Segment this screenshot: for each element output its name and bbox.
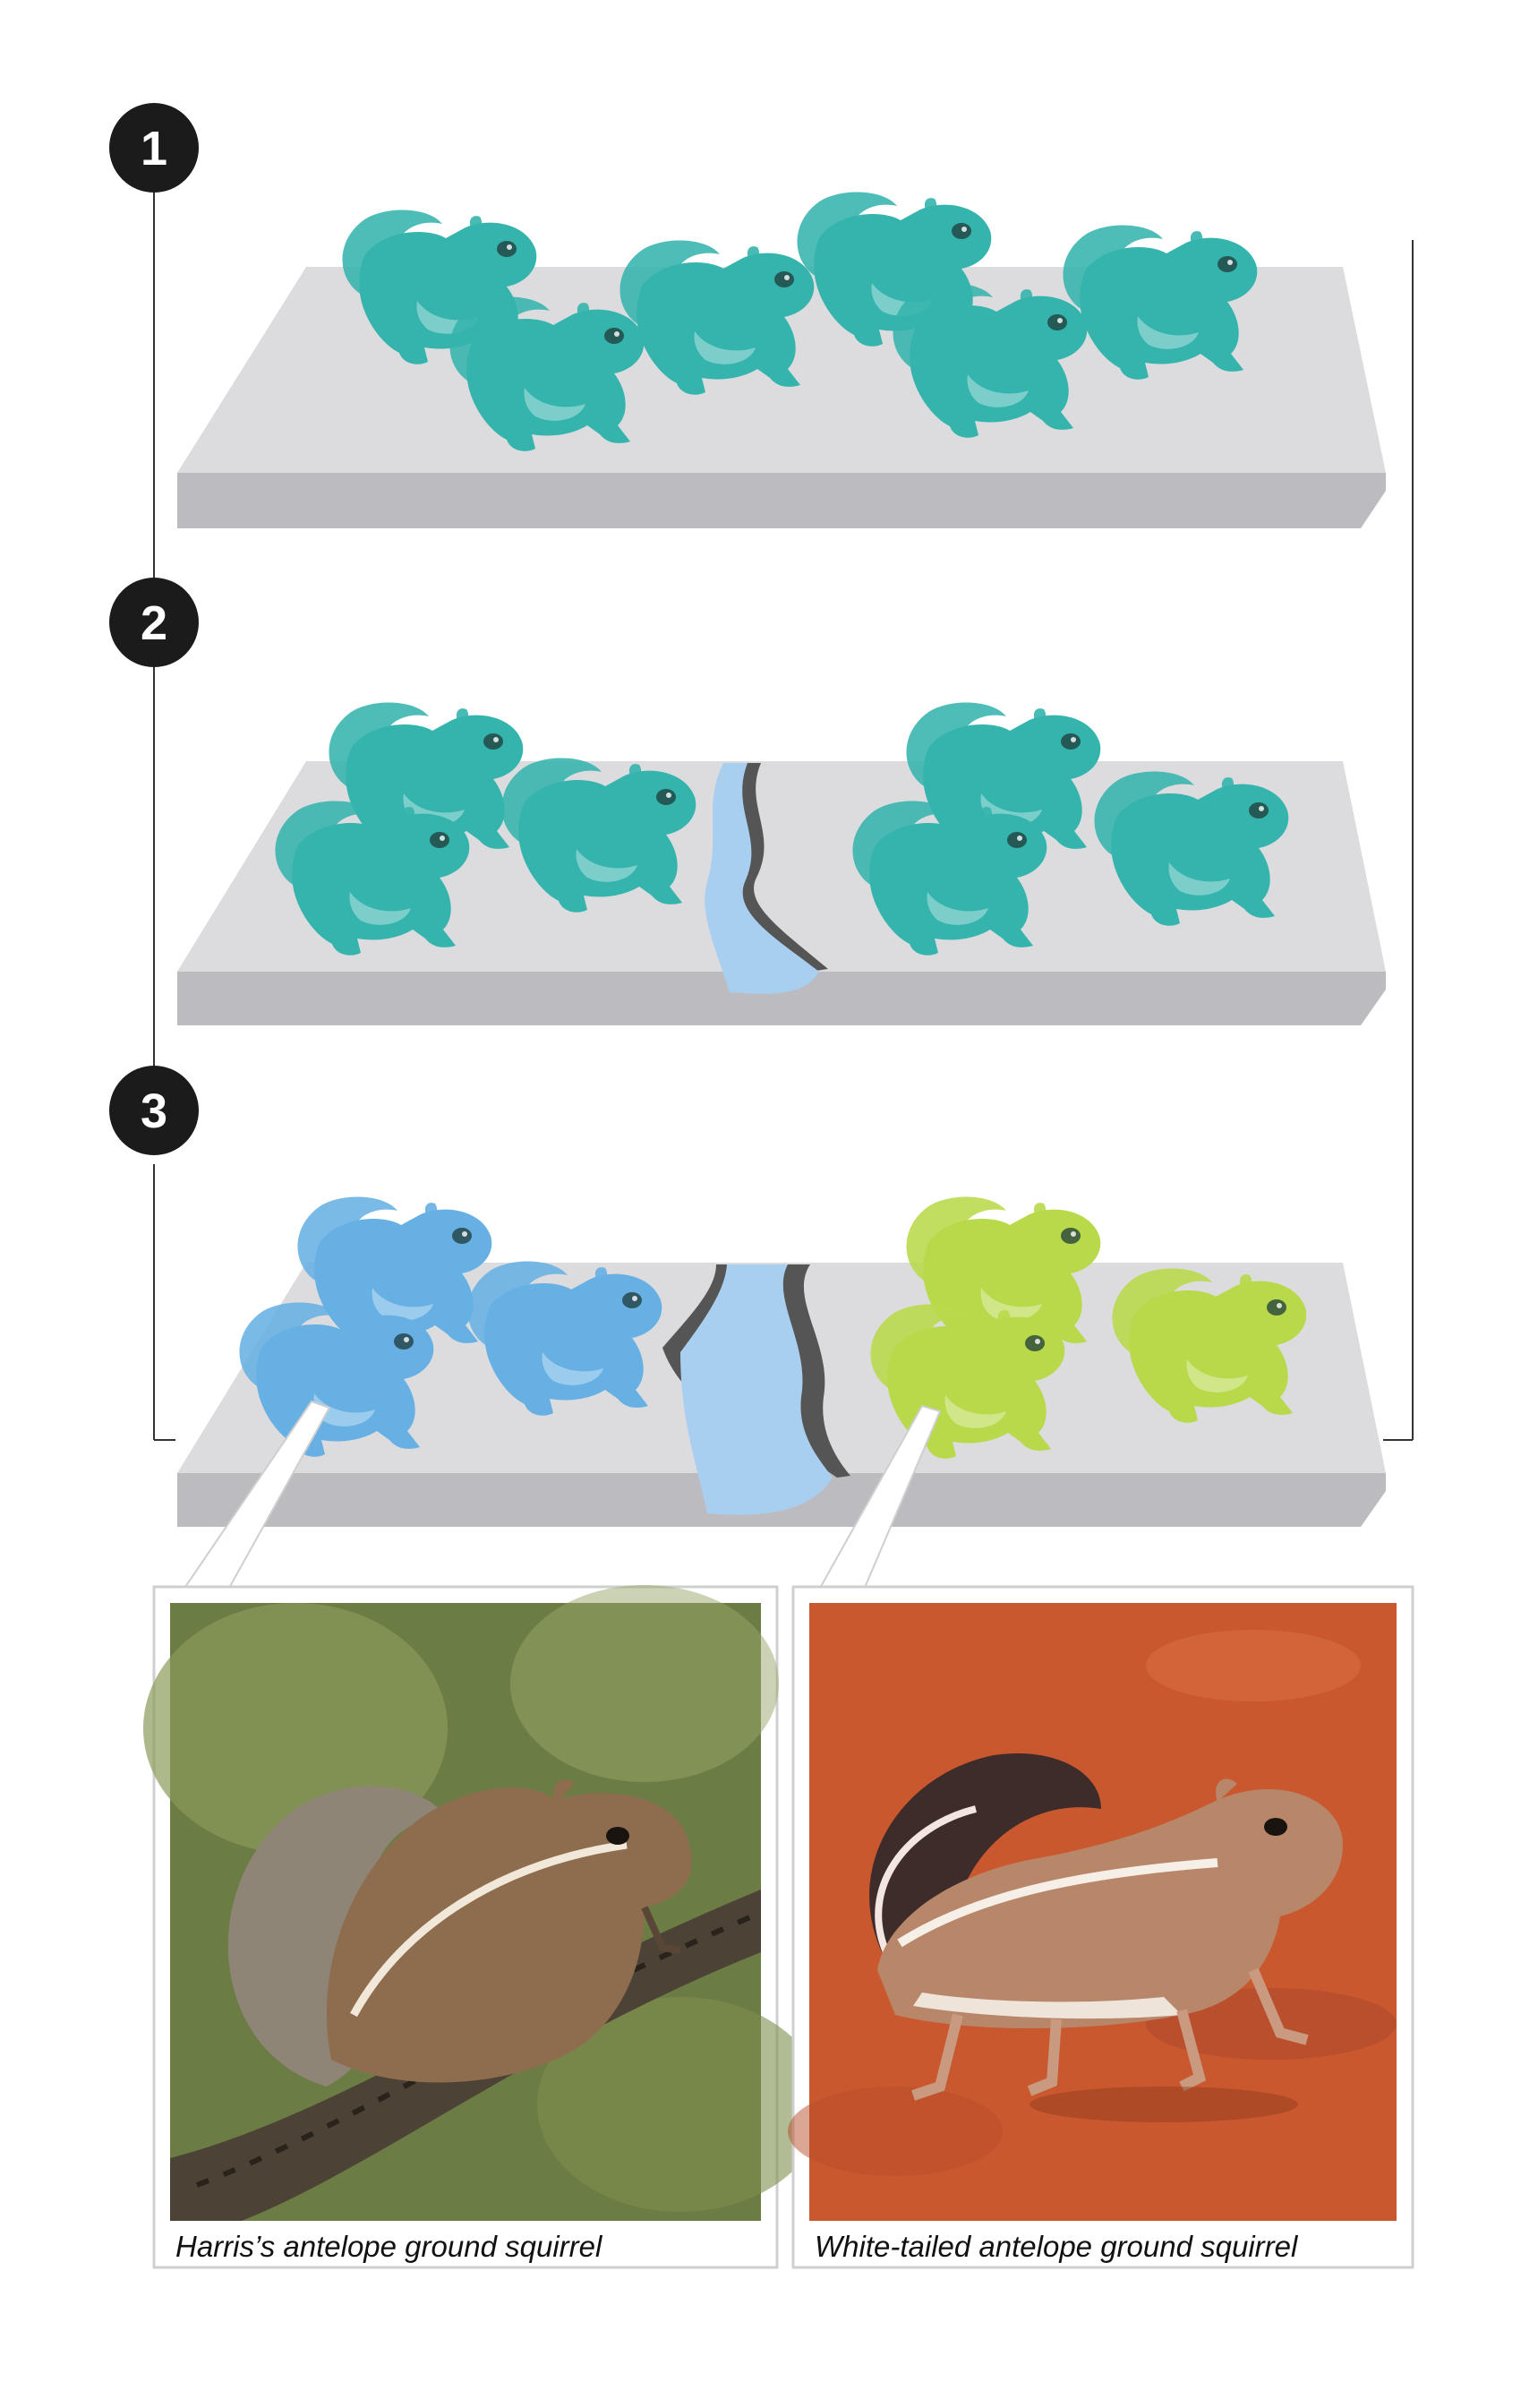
numbered-circle-icon [109,1066,199,1155]
caption-right: White-tailed antelope ground squirrel [815,2230,1299,2263]
river-water [705,763,819,994]
ground-side [177,972,1386,1025]
ground-side [177,473,1386,528]
step-2-marker: 2 [109,578,199,667]
step-2-number: 2 [141,596,167,650]
timeline-connector [153,193,1414,1441]
step-3-river [662,1264,850,1515]
photo-harris: Harris’s antelope ground squirrel [143,1585,824,2269]
numbered-circle-icon [109,578,199,667]
step-1-number: 1 [141,122,167,176]
harris-squirrel [227,1778,692,2087]
white-tailed-squirrel [869,1753,1343,2122]
step-2-river [705,763,828,994]
step-3-number: 3 [141,1084,167,1138]
river-water [680,1264,833,1515]
step-3-marker: 3 [109,1066,199,1155]
step-1-marker: 1 [109,103,199,193]
photo-white-tailed: White-tailed antelope ground squirrel [788,1585,1414,2269]
caption-left: Harris’s antelope ground squirrel [175,2230,603,2263]
numbered-circle-icon [109,103,199,193]
